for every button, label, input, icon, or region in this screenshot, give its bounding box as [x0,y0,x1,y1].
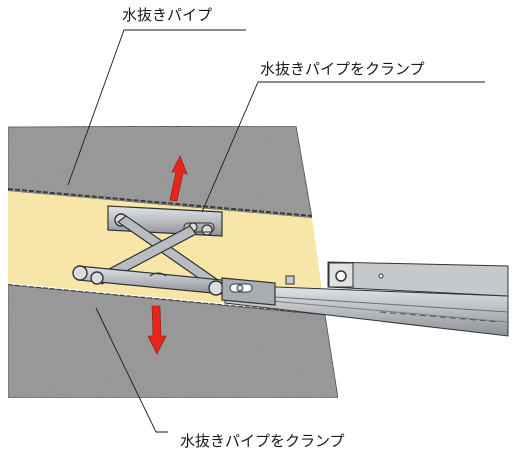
bar-end-hole [335,270,347,282]
label-drain-pipe: 水抜きパイプ [122,6,213,24]
arrow-down-icon [147,305,167,355]
leader-clamp-top [201,81,485,213]
lower-pin-left [72,265,88,281]
lower-pin-right [208,280,224,296]
label-clamp-top: 水抜きパイプをクランプ [260,60,425,78]
leader-lines [67,29,485,433]
top-plate-pin-right [201,224,213,236]
label-clamp-bottom: 水抜きパイプをクランプ [180,432,345,450]
scissor-arm-2 [95,225,197,285]
connector-pin [236,284,244,292]
pipe-upper-wall [7,188,313,217]
lower-pin-mid [90,271,104,285]
handle-bar-edge-2 [259,299,509,323]
lower-link-notch [149,272,167,277]
top-plate-slot [183,222,215,233]
handle-bar-edge [259,295,509,313]
connector-tab [285,275,295,285]
arrow-up-icon [169,155,188,202]
leader-drain-pipe [67,29,246,186]
bar-small-hole [378,273,384,279]
secondary-bar [327,261,509,297]
lower-ground [7,284,339,399]
handle-bar-dash [379,311,501,323]
leader-clamp-bottom [95,307,168,433]
